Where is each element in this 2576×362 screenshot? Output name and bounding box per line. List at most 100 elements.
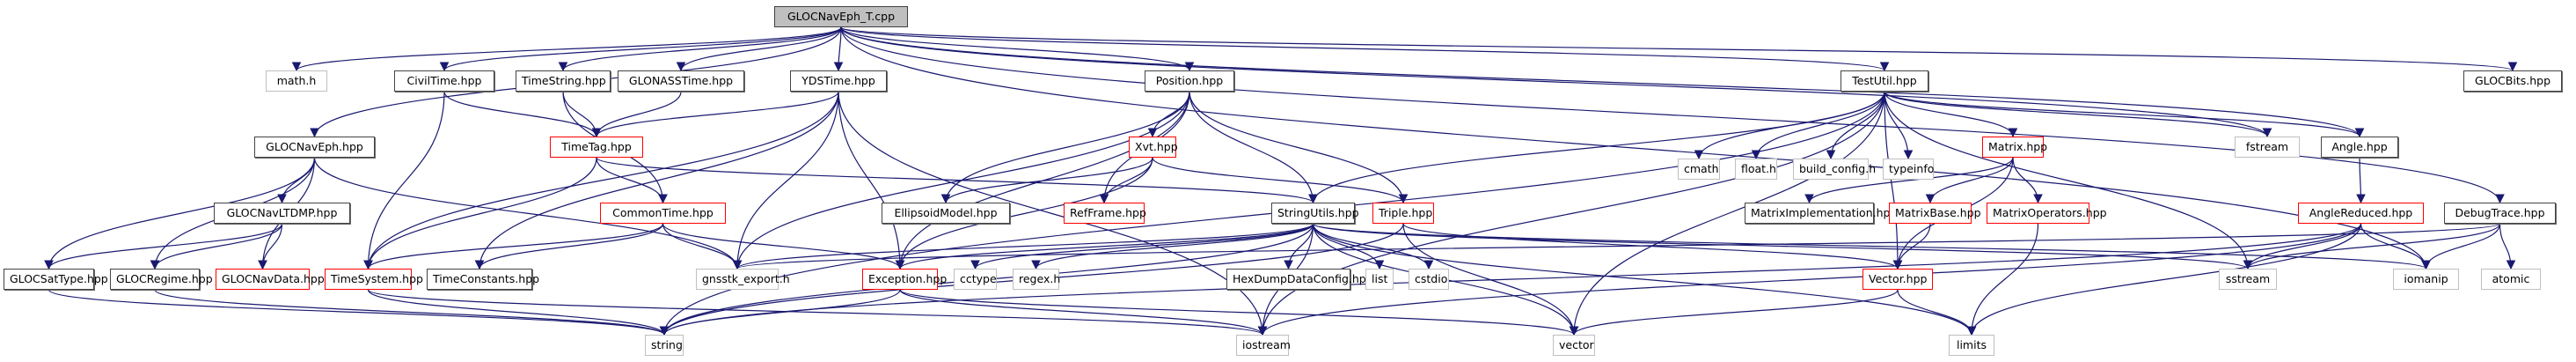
node-build-config: build_config.h	[1793, 159, 1876, 180]
edge-root-to-ydstime	[833, 26, 844, 72]
edge-xvt-to-triple	[1152, 157, 1409, 204]
edge-glocnavltdmp-to-glocnavdata	[258, 223, 283, 270]
edge-root-to-civiltime	[439, 26, 842, 72]
edge-civiltime-to-timesystem	[363, 91, 445, 270]
edge-ydstime-to-timeconstants	[474, 91, 839, 270]
edge-testutil-to-sstream	[1884, 91, 2253, 270]
edge-glonasstime-to-timetag	[591, 91, 682, 138]
edge-root-to-glocbits	[840, 26, 2517, 72]
node-glocnaveph[interactable]: GLOCNavEph.hpp	[254, 137, 375, 158]
node-atomic: atomic	[2481, 269, 2541, 290]
edge-ydstime-to-gnsstk_export	[732, 91, 839, 270]
edge-commontime-to-timesystem	[363, 223, 664, 270]
edge-root-to-angle	[840, 26, 2365, 138]
node-timesystem[interactable]: TimeSystem.hpp	[325, 269, 423, 290]
edge-root-to-fstream	[840, 26, 2272, 138]
edge-matrixoperators-to-limits	[1966, 223, 2039, 336]
node-limits: limits	[1949, 335, 1994, 356]
node-matriximplementation[interactable]: MatrixImplementation.hpp	[1745, 203, 1897, 224]
node-civiltime[interactable]: CivilTime.hpp	[394, 70, 494, 92]
node-iomanip: iomanip	[2393, 269, 2459, 290]
node-ellipsoidmodel[interactable]: EllipsoidModel.hpp	[882, 203, 1010, 224]
node-refframe[interactable]: RefFrame.hpp	[1064, 203, 1146, 224]
node-cctype: cctype	[954, 269, 997, 290]
node-triple[interactable]: Triple.hpp	[1372, 203, 1434, 224]
node-glonasstime[interactable]: GLONASSTime.hpp	[618, 70, 744, 92]
edge-stringutils-to-regex_h	[1031, 223, 1314, 270]
edge-timetag-to-stringutils	[596, 157, 1318, 204]
node-glocsattype[interactable]: GLOCSatType.hpp	[4, 269, 108, 290]
edge-anglereduced-to-sstream	[2243, 223, 2362, 270]
edge-timesystem-to-iostream	[367, 289, 1268, 336]
edge-matrixbase-to-vector	[1892, 223, 1931, 270]
edge-glocnaveph-to-glocsattype	[44, 157, 316, 270]
node-timetag[interactable]: TimeTag.hpp	[550, 137, 643, 158]
edge-glocnavltdmp-to-glocsattype	[44, 223, 283, 270]
node-gnsstk-export: gnsstk_export.h	[696, 269, 790, 290]
edge-timetag-to-timesystem	[363, 157, 597, 270]
node-matrix[interactable]: Matrix.hpp	[1982, 137, 2047, 158]
node-matrixbase[interactable]: MatrixBase.hpp	[1889, 203, 1981, 224]
edge-testutil-to-typeinfo	[1884, 91, 1914, 160]
node-xvt[interactable]: Xvt.hpp	[1129, 137, 1178, 158]
node-glocbits[interactable]: GLOCBits.hpp	[2463, 70, 2562, 92]
edge-testutil-to-matrix	[1884, 91, 2018, 138]
node-anglereduced[interactable]: AngleReduced.hpp	[2298, 203, 2424, 224]
edge-stringutils-to-exception	[895, 223, 1314, 270]
edge-exception-to-vector	[899, 289, 1579, 336]
node-glocnavdata[interactable]: GLOCNavData.hpp	[216, 269, 325, 290]
edge-commontime-to-timeconstants	[474, 223, 664, 270]
edge-stringutils-to-iomanip	[1312, 223, 2431, 270]
edge-stringutils-to-cstdio	[1312, 223, 1434, 270]
edge-position-to-gnsstk_export	[732, 91, 1190, 270]
node-ydstime[interactable]: YDSTime.hpp	[790, 70, 887, 92]
edge-exception-to-iostream	[899, 289, 1268, 336]
edge-root-to-glonasstime	[676, 26, 842, 72]
node-timeconstants[interactable]: TimeConstants.hpp	[427, 269, 539, 290]
edge-debugtrace-to-atomic	[2499, 223, 2516, 270]
edge-glocregime-to-string	[154, 289, 670, 336]
edge-glocsattype-to-string	[48, 289, 670, 336]
edge-debugtrace-to-iomanip	[2421, 223, 2501, 270]
node-float-h: float.h	[1735, 159, 1777, 180]
edge-position-to-triple	[1189, 91, 1409, 204]
node-vector: vector	[1553, 335, 1595, 356]
node-glocnavltdmp[interactable]: GLOCNavLTDMP.hpp	[214, 203, 350, 224]
edge-matrix-to-matriximplementation	[1804, 157, 2014, 204]
edge-testutil-to-build_config	[1826, 91, 1885, 160]
edge-glocnavltdmp-to-glocregime	[150, 223, 283, 270]
edge-vector-to-limits	[1897, 289, 1977, 336]
node-exception[interactable]: Exception.hpp	[862, 269, 947, 290]
node-stringutils[interactable]: StringUtils.hpp	[1271, 203, 1359, 224]
edge-commontime-to-gnsstk_export	[662, 223, 743, 270]
node-timestring[interactable]: TimeString.hpp	[516, 70, 611, 92]
edge-glocnaveph-to-gnsstk_export	[313, 157, 743, 270]
node-commontime[interactable]: CommonTime.hpp	[600, 203, 726, 224]
edge-root-to-math_h	[291, 26, 842, 72]
edge-stringutils-to-list	[1312, 223, 1385, 270]
node-sstream: sstream	[2219, 269, 2277, 290]
edge-vector-to-vector	[1569, 289, 1899, 336]
node-glocregime[interactable]: GLOCRegime.hpp	[110, 269, 213, 290]
edge-testutil-to-angle	[1884, 91, 2365, 138]
edge-anglereduced-to-iostream	[1257, 223, 2362, 336]
node-position[interactable]: Position.hpp	[1145, 70, 1234, 92]
node-matrixoperators[interactable]: MatrixOperators.hpp	[1987, 203, 2107, 224]
edge-glocnaveph-to-glocnavltdmp	[277, 157, 316, 204]
edge-stringutils-to-limits	[1312, 223, 1977, 336]
node-hexdumpdataconfig[interactable]: HexDumpDataConfig.hpp	[1226, 269, 1373, 290]
edge-commontime-to-exception	[662, 223, 905, 270]
node-typeinfo: typeinfo	[1883, 159, 1934, 180]
edge-position-to-ellipsoidmodel	[940, 91, 1190, 204]
edge-root-to-testutil	[840, 26, 1889, 72]
node-vector[interactable]: Vector.hpp	[1862, 269, 1933, 290]
node-list: list	[1365, 269, 1394, 290]
node-root: GLOCNavEph_T.cpp	[774, 6, 908, 27]
node-testutil[interactable]: TestUtil.hpp	[1841, 70, 1928, 92]
node-debugtrace[interactable]: DebugTrace.hpp	[2444, 203, 2556, 224]
edge-matrix-to-matrixoperators	[2012, 157, 2043, 204]
node-angle[interactable]: Angle.hpp	[2321, 137, 2398, 158]
edge-xvt-to-ellipsoidmodel	[940, 157, 1153, 204]
edge-ydstime-to-timesystem	[363, 91, 839, 270]
